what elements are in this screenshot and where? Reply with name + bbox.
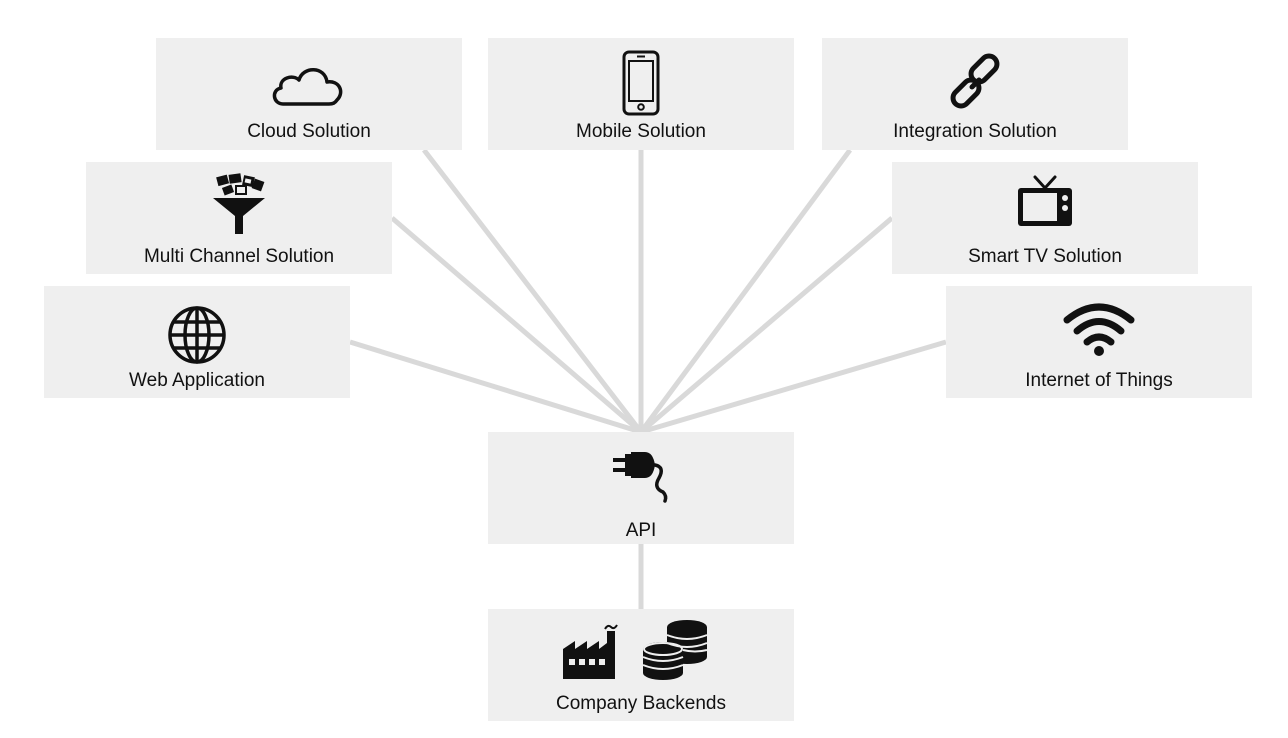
api-label: API <box>625 520 657 541</box>
tv-icon <box>1018 175 1072 226</box>
integration-solution-label: Integration Solution <box>893 121 1057 142</box>
coins-icon <box>643 620 707 680</box>
connector-smarttv-api <box>639 216 894 434</box>
smartphone-icon <box>622 50 660 116</box>
cloud-icon <box>272 68 343 106</box>
smart-tv-solution-box: Smart TV Solution <box>892 162 1198 274</box>
cloud-solution-box: Cloud Solution <box>156 38 462 150</box>
company-backends-box: Company Backends <box>488 609 794 721</box>
connector-iot-api <box>640 339 947 435</box>
chain-link-icon <box>950 53 1000 109</box>
company-backends-label: Company Backends <box>555 693 727 714</box>
web-application-box: Web Application <box>44 286 350 398</box>
internet-of-things-box: Internet of Things <box>946 286 1252 398</box>
connector-integration-api <box>638 148 853 434</box>
integration-solution-box: Integration Solution <box>822 38 1128 150</box>
mobile-solution-box: Mobile Solution <box>488 38 794 150</box>
multi-channel-solution-label: Multi Channel Solution <box>143 246 335 267</box>
mobile-solution-label: Mobile Solution <box>576 121 706 142</box>
wifi-icon <box>1063 303 1135 356</box>
connector-multi-api <box>390 216 643 434</box>
factory-icon <box>563 624 618 679</box>
connector-web-api <box>349 339 642 435</box>
globe-icon <box>168 306 226 364</box>
plug-icon <box>613 452 668 503</box>
cloud-solution-label: Cloud Solution <box>247 121 371 142</box>
api-box: API <box>488 432 794 544</box>
smart-tv-solution-label: Smart TV Solution <box>968 246 1122 267</box>
web-application-label: Web Application <box>129 370 265 391</box>
connector-cloud-api <box>422 148 643 434</box>
funnel-icon <box>213 173 265 234</box>
factory-and-coins-icon <box>563 620 708 680</box>
multi-channel-solution-box: Multi Channel Solution <box>86 162 392 274</box>
internet-of-things-label: Internet of Things <box>1025 370 1173 391</box>
